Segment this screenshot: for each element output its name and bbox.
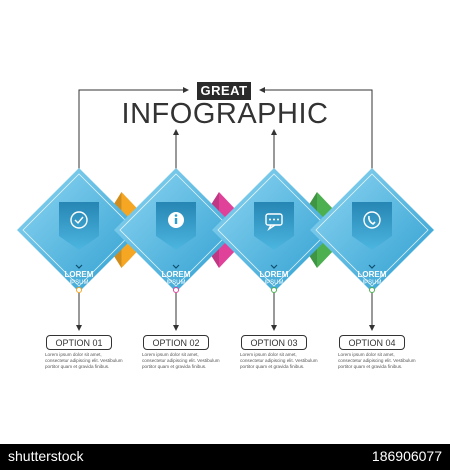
watermark-id: 186906077	[371, 448, 442, 464]
bottom-arrows	[76, 287, 375, 331]
step-4-title: LOREM	[357, 270, 387, 279]
step-1-title: LOREM	[64, 270, 94, 279]
checkmark-icon	[70, 211, 88, 229]
watermark-bar	[0, 444, 450, 470]
phone-icon	[363, 211, 381, 229]
step-2-subtitle: IPSUM	[166, 280, 186, 286]
info-icon	[168, 212, 184, 228]
step-2-title: LOREM	[161, 270, 191, 279]
step-card-2	[114, 168, 238, 292]
step-1-label: LOREM IPSUM	[46, 270, 112, 288]
step-4-subtitle: IPSUM	[362, 280, 382, 286]
chevron-down-icon	[368, 264, 376, 269]
header-title: INFOGRAPHIC	[121, 98, 329, 130]
chevron-down-icon	[75, 264, 83, 269]
top-frame-lines	[78, 87, 373, 170]
chevron-down-icon	[172, 264, 180, 269]
option-2-description: Lorem ipsum dolor sit amet, consectetur …	[142, 352, 220, 369]
step-2-label: LOREM IPSUM	[143, 270, 209, 288]
step-3-label: LOREM IPSUM	[241, 270, 307, 288]
option-1-button[interactable]: OPTION 01	[46, 335, 112, 350]
step-4-label: LOREM IPSUM	[339, 270, 405, 288]
step-3-subtitle: IPSUM	[264, 280, 284, 286]
option-3-button[interactable]: OPTION 03	[241, 335, 307, 350]
option-4-button[interactable]: OPTION 04	[339, 335, 405, 350]
option-3-description: Lorem ipsum dolor sit amet, consectetur …	[240, 352, 318, 369]
option-1-description: Lorem ipsum dolor sit amet, consectetur …	[45, 352, 123, 369]
header-badge: GREAT	[197, 82, 251, 100]
step-card-4	[310, 168, 434, 292]
chat-icon	[265, 213, 283, 232]
chevron-down-icon	[270, 264, 278, 269]
watermark-brand: shutterstock	[8, 448, 84, 464]
option-4-description: Lorem ipsum dolor sit amet, consectetur …	[338, 352, 416, 369]
step-3-title: LOREM	[259, 270, 289, 279]
step-cards	[17, 168, 434, 292]
option-2-button[interactable]: OPTION 02	[143, 335, 209, 350]
step-card-1	[17, 168, 141, 292]
step-card-3	[212, 168, 336, 292]
step-1-subtitle: IPSUM	[69, 280, 89, 286]
